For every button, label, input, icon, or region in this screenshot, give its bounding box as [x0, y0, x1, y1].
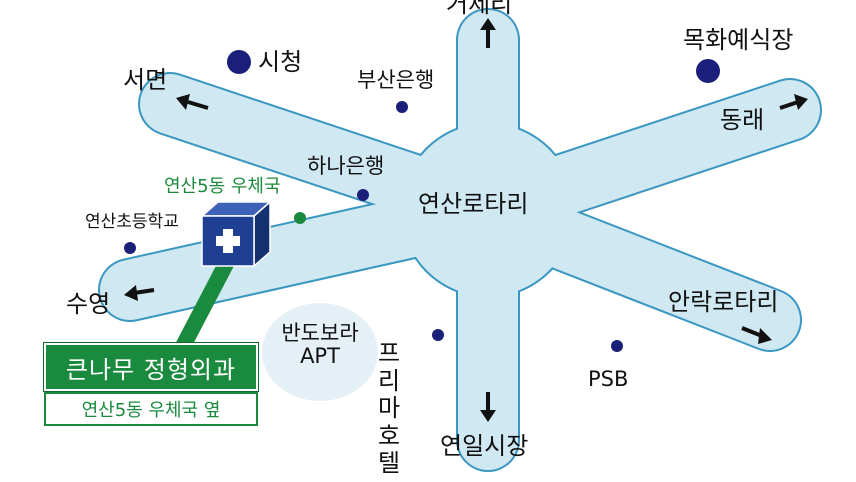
east-lower-destination-label: 안락로타리	[668, 288, 779, 316]
primaho-dot	[432, 329, 444, 341]
city-hall-dot	[227, 50, 251, 74]
post-office-label: 연산5동 우체국	[164, 176, 281, 197]
psb-label: PSB	[588, 367, 629, 391]
road-fill	[100, 10, 820, 470]
psb-dot	[611, 340, 623, 352]
arrow-east-lower-icon	[741, 326, 772, 344]
bando-apt-line1: 반도보라	[281, 321, 359, 345]
city-hall-label: 시청	[258, 48, 303, 76]
west-destination-label: 수영	[66, 290, 111, 318]
hana-bank-dot	[357, 189, 369, 201]
hospital-cube-icon	[200, 200, 272, 268]
arrow-west-icon	[124, 285, 155, 301]
bando-apt-area	[262, 303, 378, 401]
east-upper-destination-label: 동래	[720, 106, 765, 134]
clinic-location-banner: 연산5동 우체국 옆	[44, 392, 258, 426]
post-office-dot	[294, 212, 306, 224]
mokhwa-wedding-dot	[696, 59, 720, 83]
busan-bank-label: 부산은행	[357, 68, 435, 92]
arrow-north-icon	[480, 18, 496, 48]
clinic-name-banner: 큰나무 정형외과	[43, 342, 259, 392]
south-destination-label: 연일시장	[440, 432, 529, 460]
clinic-pointer	[172, 262, 236, 350]
hana-bank-label: 하나은행	[307, 154, 385, 178]
arrow-south-icon	[480, 392, 496, 422]
north-destination-label: 거제리	[446, 0, 513, 18]
school-dot	[124, 242, 136, 254]
mokhwa-wedding-label: 목화예식장	[683, 26, 794, 54]
busan-bank-dot	[396, 101, 408, 113]
arrow-east-upper-icon	[779, 94, 808, 110]
bando-apt-line2: APT	[300, 344, 340, 369]
arrow-northwest-icon	[176, 94, 209, 110]
primaho-hotel-label: 프리마호텔	[377, 339, 401, 478]
northwest-destination-label: 서면	[123, 66, 168, 94]
school-label: 연산초등학교	[85, 212, 179, 232]
center-rotary-label: 연산로타리	[418, 190, 529, 218]
bando-apt-label: 반도보라 APT	[262, 321, 378, 369]
